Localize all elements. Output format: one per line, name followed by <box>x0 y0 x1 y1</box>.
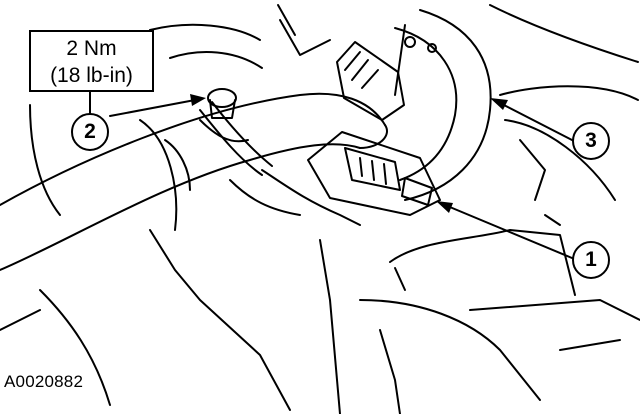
housing-contour <box>277 4 296 36</box>
lower-panel <box>0 309 41 331</box>
clockspring-rivet <box>427 43 437 53</box>
clockspring-ring <box>404 9 492 201</box>
housing-contour <box>279 19 331 56</box>
leader-line <box>444 204 573 259</box>
steering-shaft <box>0 143 361 271</box>
electrical-connector <box>307 131 441 216</box>
lower-panel <box>469 299 640 321</box>
housing-contour <box>489 4 639 63</box>
callout-3: 3 <box>572 122 610 160</box>
steering-shaft <box>0 92 386 206</box>
housing-contour <box>169 51 263 69</box>
lower-panel <box>379 329 401 414</box>
connector-pins <box>359 157 387 185</box>
callout-1: 1 <box>572 241 610 279</box>
torque-spec-box: 2 Nm (18 lb-in) <box>29 30 154 92</box>
figure-id: A0020882 <box>4 372 84 391</box>
lower-panel <box>319 239 341 414</box>
connector-body <box>261 169 361 226</box>
leader-line <box>497 101 573 141</box>
lower-bracket <box>394 267 406 291</box>
leader-line <box>109 99 196 117</box>
wire-harness <box>199 109 263 176</box>
housing-contour <box>29 104 61 216</box>
housing-contour <box>499 85 639 101</box>
lower-panel <box>149 229 291 411</box>
housing-contour <box>164 139 191 191</box>
lower-bracket <box>389 229 576 296</box>
housing-contour <box>544 214 561 226</box>
torque-spec-nm: 2 Nm <box>66 37 117 60</box>
lower-panel <box>359 299 541 401</box>
clockspring-tab <box>336 41 405 121</box>
clockspring-ring <box>394 24 406 96</box>
housing-contour <box>519 139 546 201</box>
electrical-connector <box>401 177 433 206</box>
clockspring-tab <box>344 51 379 89</box>
fastener-screw <box>207 88 237 108</box>
arrowhead <box>436 201 453 213</box>
housing-contour <box>139 119 178 231</box>
fastener-bracket <box>199 119 249 143</box>
housing-contour <box>504 119 616 201</box>
callout-2: 2 <box>71 113 109 151</box>
clockspring-rivet <box>404 36 416 48</box>
steering-shaft <box>359 124 388 149</box>
arrowhead <box>490 98 508 110</box>
wire-harness <box>211 101 273 167</box>
housing-contour <box>149 23 261 41</box>
lower-panel <box>559 339 621 351</box>
torque-spec-lbin: (18 lb-in) <box>50 64 133 87</box>
lower-panel <box>39 289 111 406</box>
arrowhead <box>190 94 206 106</box>
connector-body <box>229 179 301 216</box>
electrical-connector <box>344 147 401 191</box>
